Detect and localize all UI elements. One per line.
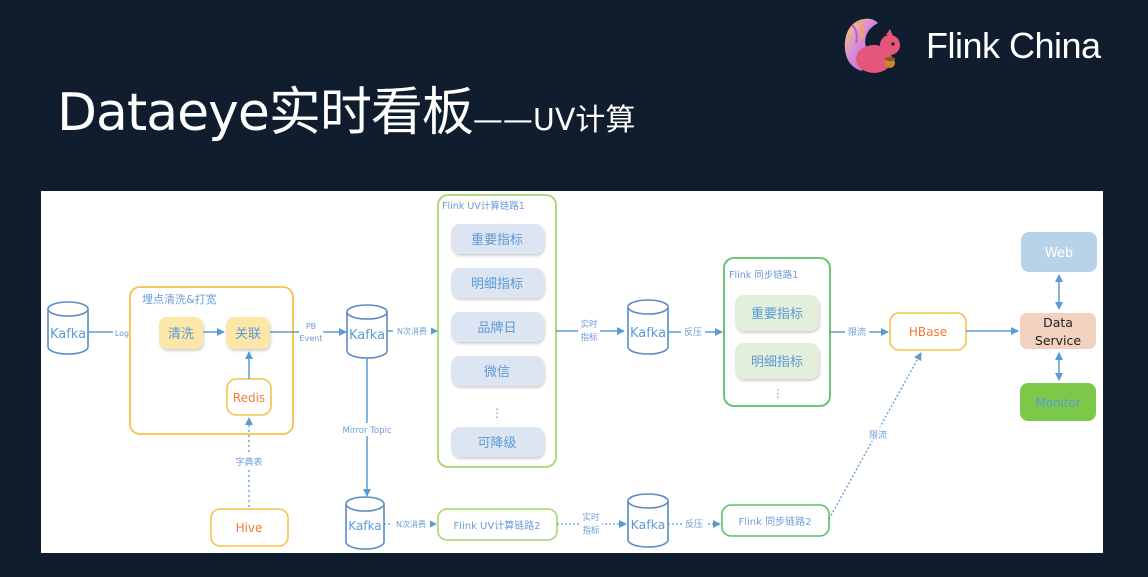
metric-item: 重要指标: [451, 224, 544, 254]
kafka-metrics-2-label: Kafka: [631, 517, 666, 532]
kafka-metrics-2-node: Kafka: [627, 493, 669, 548]
n-consume-label-1: N次消费: [397, 326, 427, 336]
sync-chain-1-group: Flink 同步链路1 重要指标 明细指标 ⋮: [723, 257, 831, 407]
dict-table-label: 字典表: [235, 456, 262, 468]
realtime-metrics-label-1b: 指标: [580, 332, 598, 343]
architecture-diagram-panel: Kafka Log 埋点清洗&打宽 清洗 关联 Redis 字典表 Hive P…: [41, 191, 1103, 553]
hbase-node-label: HBase: [909, 325, 947, 339]
slide-title-sub: ——UV计算: [472, 103, 636, 138]
kafka-main-label: Kafka: [349, 328, 385, 343]
metric-item-label: 明细指标: [471, 277, 523, 292]
kafka-mirror-node: Kafka: [345, 496, 385, 550]
sync-metric-item-label: 明细指标: [751, 355, 803, 370]
brand-name: Flink China: [926, 25, 1101, 66]
uv-chain-1-title: Flink UV计算链路1: [442, 200, 525, 212]
metric-item-label: 重要指标: [471, 232, 523, 248]
kafka-source-label: Kafka: [50, 327, 86, 342]
sync-metric-item: 明细指标: [735, 343, 819, 379]
log-label: Log: [115, 329, 129, 338]
join-node: [226, 317, 270, 349]
backpressure-label-1: 反压: [684, 327, 702, 338]
data-service-label-1: Data: [1043, 315, 1073, 330]
uv-chain-1-group: Flink UV计算链路1 重要指标 明细指标 品牌日 微信 ⋮ 可降级: [437, 194, 557, 468]
clean-node: [159, 317, 203, 349]
sync-metric-item-label: 重要指标: [751, 306, 803, 322]
monitor-node-label: Monitor: [1035, 396, 1081, 410]
clean-node-label: 清洗: [168, 327, 194, 342]
rate-limit-label-1: 限流: [848, 326, 866, 338]
metric-item: 明细指标: [451, 268, 544, 298]
brand: Flink China: [838, 6, 1101, 86]
data-service-node: [1020, 313, 1096, 349]
realtime-metrics-label-2a: 实时: [582, 512, 600, 523]
kafka-metrics-node: Kafka: [627, 299, 669, 355]
kafka-source-node: Kafka: [47, 301, 89, 355]
hive-node-label: Hive: [236, 521, 263, 535]
data-service-label-2: Service: [1035, 333, 1082, 348]
architecture-diagram: Kafka Log 埋点清洗&打宽 清洗 关联 Redis 字典表 Hive P…: [47, 194, 1097, 550]
web-node-label: Web: [1045, 246, 1073, 261]
redis-node-label: Redis: [233, 391, 265, 405]
kafka-mirror-label: Kafka: [348, 519, 381, 533]
etl-group: 埋点清洗&打宽 清洗 关联 Redis: [129, 286, 294, 435]
mirror-topic-label: Mirror Topic: [342, 426, 391, 436]
backpressure-label-2: 反压: [685, 519, 703, 530]
metric-item: 品牌日: [451, 312, 544, 342]
slide-title-main: Dataeye实时看板: [57, 83, 474, 143]
etl-group-title: 埋点清洗&打宽: [142, 292, 217, 306]
slide-title: Dataeye实时看板——UV计算: [57, 70, 635, 145]
metric-item-label: 微信: [484, 365, 510, 380]
metric-item: 可降级: [451, 427, 544, 457]
realtime-metrics-label-2b: 指标: [582, 525, 600, 536]
monitor-node: [1020, 383, 1096, 421]
sync-chain-2-node: [721, 504, 830, 537]
hive-node: [210, 508, 289, 547]
metric-item-label: 可降级: [477, 436, 516, 451]
sync-metric-item: 重要指标: [735, 295, 819, 331]
pb-event-label-2: Event: [300, 334, 323, 343]
realtime-metrics-label-1a: 实时: [580, 319, 598, 330]
join-node-label: 关联: [235, 327, 261, 342]
sync-chain-1-ellipsis: ⋮: [773, 387, 784, 400]
web-node: [1021, 232, 1097, 272]
n-consume-label-2: N次消费: [396, 519, 426, 529]
uv-chain-2-label: Flink UV计算链路2: [453, 519, 540, 532]
sync-chain-1-title: Flink 同步链路1: [729, 269, 798, 281]
metric-item: 微信: [451, 356, 544, 386]
pb-event-label-1: PB: [306, 322, 316, 331]
kafka-metrics-label: Kafka: [630, 326, 666, 341]
metric-item-label: 品牌日: [477, 320, 516, 336]
sync-chain-2-label: Flink 同步链路2: [739, 515, 812, 528]
rate-limit-label-2: 限流: [869, 429, 887, 441]
kafka-main-node: Kafka: [346, 304, 388, 359]
flink-squirrel-logo-icon: [844, 18, 900, 73]
uv-chain-1-ellipsis: ⋮: [491, 406, 503, 420]
